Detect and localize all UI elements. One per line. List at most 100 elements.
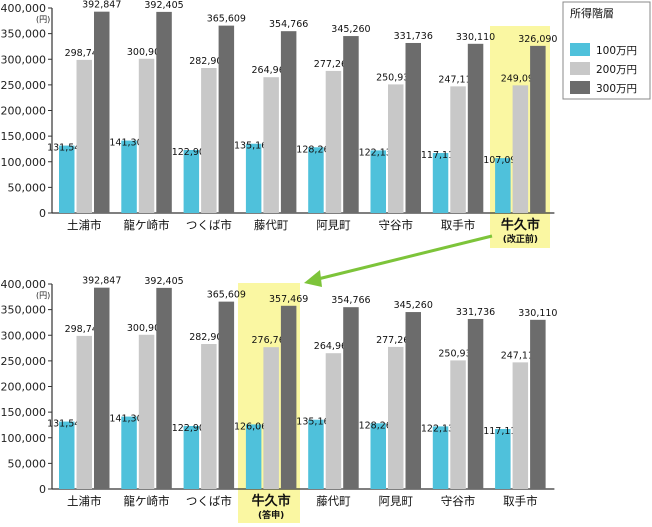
bar-300-6 — [467, 318, 484, 489]
y-tick-label: 100,000 — [1, 156, 47, 169]
data-label-200-6: 247,110 — [438, 74, 477, 85]
bar-300-3 — [280, 305, 297, 489]
bar-200-1 — [138, 58, 155, 213]
bar-100-0 — [59, 145, 75, 213]
bar-100-2 — [183, 426, 200, 489]
data-label-100-2: 122,909 — [172, 147, 211, 158]
y-unit-label: (円) — [36, 15, 50, 24]
category-label-3: 藤代町 — [254, 218, 289, 232]
legend-title: 所得階層 — [570, 6, 614, 20]
top-chart-pre-revision: 050,000100,000150,000200,000250,000300,0… — [1, 0, 557, 248]
data-label-100-7: 117,110 — [483, 426, 522, 437]
category-label-0: 土浦市 — [67, 218, 102, 232]
arrow-shaft — [317, 234, 493, 281]
data-label-100-0: 131,547 — [47, 143, 86, 154]
y-tick-label: 300,000 — [1, 329, 47, 342]
data-label-200-4: 264,966 — [314, 341, 353, 352]
data-label-300-4: 345,260 — [331, 24, 370, 35]
data-label-200-5: 250,936 — [376, 72, 415, 83]
y-tick-label: 0 — [39, 207, 46, 220]
bar-100-3 — [245, 143, 262, 213]
data-label-300-4: 354,766 — [331, 295, 370, 306]
bar-300-2 — [218, 25, 235, 214]
bar-100-5 — [370, 150, 386, 213]
y-unit-label: (円) — [36, 291, 50, 300]
legend-label-100: 100万円 — [596, 45, 637, 57]
y-tick-label: 400,000 — [1, 278, 47, 291]
bar-100-1 — [121, 140, 137, 213]
data-label-200-7: 247,110 — [501, 350, 540, 361]
bar-200-2 — [201, 344, 217, 489]
bar-100-6 — [432, 426, 449, 489]
y-tick-label: 150,000 — [1, 406, 47, 419]
bar-300-0 — [94, 287, 110, 489]
data-label-100-4: 128,260 — [296, 144, 335, 155]
data-label-300-6: 331,736 — [456, 307, 495, 318]
bar-200-5 — [388, 346, 404, 489]
category-label-0: 土浦市 — [67, 494, 102, 508]
y-tick-label: 150,000 — [1, 130, 47, 143]
data-label-200-7: 249,090 — [501, 73, 540, 84]
bar-100-4 — [308, 419, 324, 489]
data-label-200-1: 300,905 — [127, 47, 166, 58]
data-label-300-3: 354,766 — [269, 19, 308, 30]
data-label-100-5: 128,260 — [359, 420, 398, 431]
bar-300-4 — [343, 307, 359, 489]
data-label-200-2: 282,909 — [189, 332, 228, 343]
y-tick-label: 250,000 — [1, 79, 47, 92]
data-label-200-0: 298,747 — [65, 324, 104, 335]
bar-300-1 — [156, 287, 172, 489]
data-label-200-1: 300,905 — [127, 323, 166, 334]
data-label-300-1: 392,405 — [144, 276, 183, 287]
bar-300-7 — [530, 319, 546, 489]
category-label-4: 藤代町 — [316, 494, 351, 508]
bar-100-4 — [308, 147, 324, 213]
bar-200-6 — [450, 360, 466, 489]
bar-100-3 — [245, 424, 262, 489]
data-label-300-1: 392,405 — [144, 0, 183, 11]
bar-100-2 — [183, 150, 200, 213]
bar-200-4 — [325, 70, 342, 213]
legend-label-300: 300万円 — [596, 83, 637, 95]
data-label-300-2: 365,609 — [207, 14, 246, 25]
data-label-100-1: 141,305 — [109, 138, 148, 149]
category-label-2: つくば市 — [186, 218, 232, 232]
category-label-6: 守谷市 — [441, 494, 476, 508]
category-label-2: つくば市 — [186, 494, 232, 508]
data-label-100-0: 131,547 — [47, 419, 86, 430]
data-label-100-4: 135,166 — [296, 417, 335, 428]
bar-300-6 — [467, 43, 484, 213]
bar-300-4 — [343, 36, 359, 214]
legend: 所得階層 100万円 200万円 300万円 — [562, 1, 651, 100]
bar-100-5 — [370, 423, 386, 489]
y-tick-label: 350,000 — [1, 304, 47, 317]
data-label-200-2: 282,909 — [189, 56, 228, 67]
category-label-5: 阿見町 — [379, 494, 414, 508]
bar-200-2 — [201, 68, 217, 213]
bar-300-2 — [218, 301, 235, 489]
data-label-200-3: 264,966 — [252, 65, 291, 76]
data-label-300-2: 365,609 — [207, 290, 246, 301]
legend-swatch-300 — [570, 81, 590, 94]
data-label-100-3: 135,166 — [234, 141, 273, 152]
data-label-300-7: 326,090 — [518, 34, 557, 45]
bar-100-7 — [495, 428, 511, 489]
category-label-5: 守谷市 — [379, 218, 414, 232]
data-label-300-6: 330,110 — [456, 32, 495, 43]
data-label-300-0: 392,847 — [82, 0, 121, 11]
comparison-arrow — [304, 234, 493, 287]
data-label-300-7: 330,110 — [518, 308, 557, 319]
bar-200-3 — [263, 77, 279, 213]
data-label-200-5: 277,260 — [376, 335, 415, 346]
y-tick-label: 50,000 — [8, 457, 47, 470]
data-label-100-7: 107,090 — [483, 155, 522, 166]
bar-300-7 — [530, 45, 546, 213]
data-label-100-2: 122,909 — [172, 423, 211, 434]
category-sublabel: (答申) — [258, 509, 284, 521]
arrow-head — [304, 270, 322, 287]
y-tick-label: 0 — [39, 483, 46, 496]
bar-300-5 — [405, 42, 421, 214]
legend-swatch-200 — [570, 62, 590, 75]
category-sublabel: (改正前) — [503, 233, 538, 245]
bar-200-5 — [388, 84, 404, 214]
